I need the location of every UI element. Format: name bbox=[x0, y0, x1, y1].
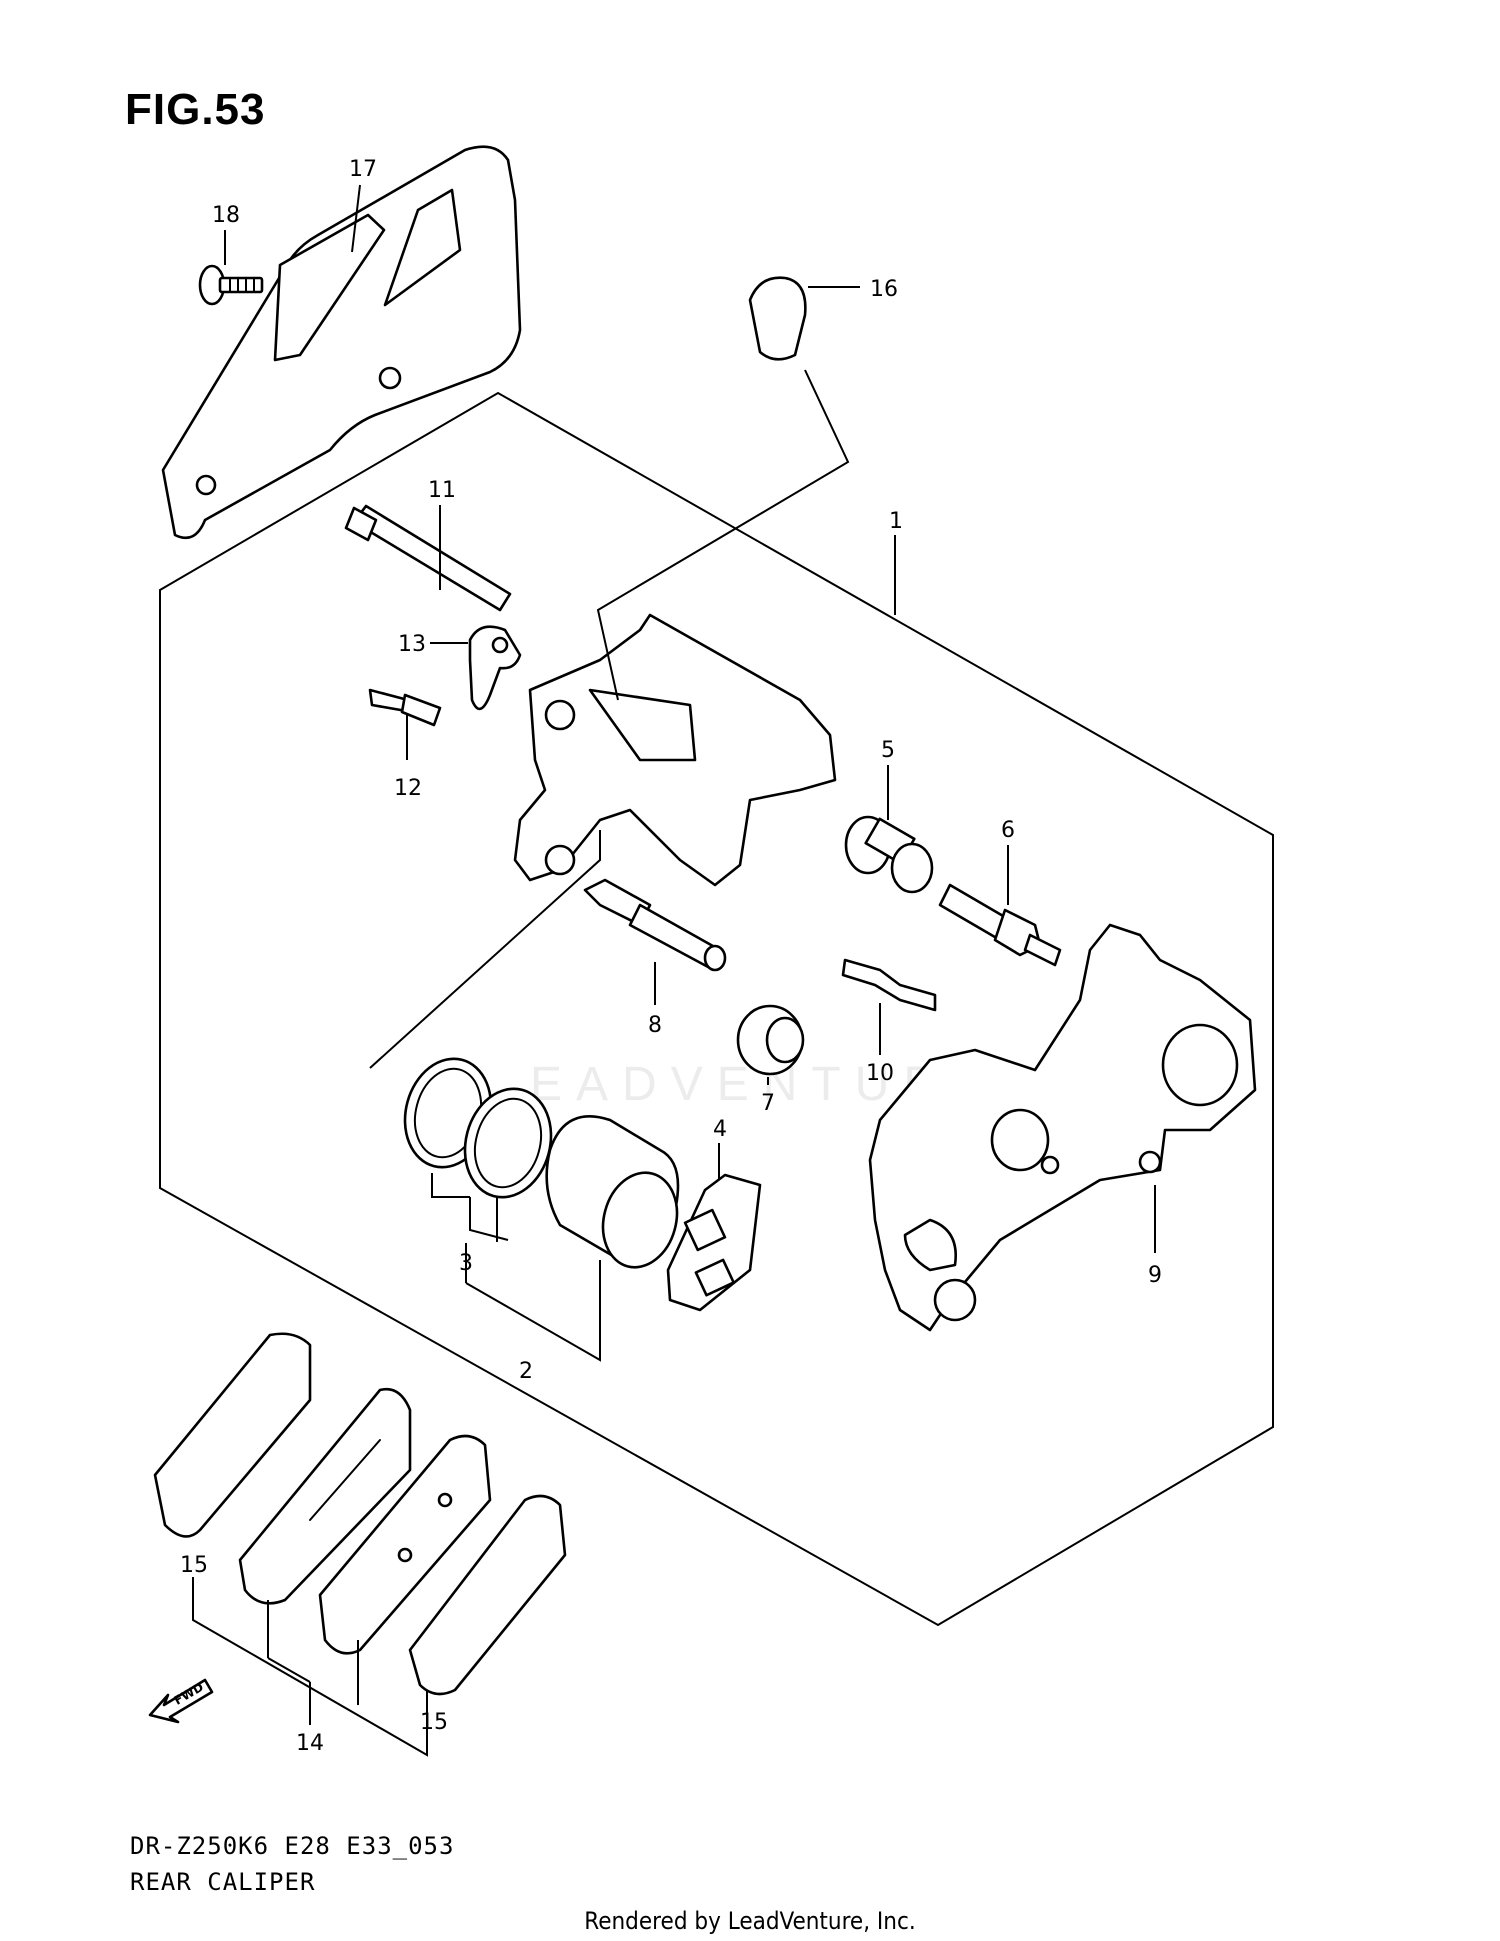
part-2-piston[interactable] bbox=[545, 1115, 688, 1275]
callout-8: 8 bbox=[648, 1013, 662, 1038]
part-11-pin[interactable] bbox=[344, 504, 512, 612]
callout-labels: 17 18 16 11 1 13 12 5 6 8 7 10 4 3 2 9 1… bbox=[180, 157, 1162, 1756]
callout-6: 6 bbox=[1001, 818, 1015, 843]
figure-title: FIG.53 bbox=[125, 85, 266, 134]
callout-12: 12 bbox=[394, 776, 422, 801]
assembly-boundary bbox=[159, 391, 1274, 1627]
callout-10: 10 bbox=[866, 1061, 894, 1086]
part-3-seals[interactable] bbox=[393, 1049, 563, 1207]
callout-17: 17 bbox=[349, 157, 377, 182]
callout-7: 7 bbox=[761, 1091, 775, 1116]
callout-15b: 15 bbox=[420, 1710, 448, 1735]
part-16-cap[interactable] bbox=[748, 276, 807, 361]
callout-9: 9 bbox=[1148, 1263, 1162, 1288]
model-code: DR-Z250K6 E28 E33_053 bbox=[130, 1832, 455, 1860]
part-8-pin[interactable] bbox=[583, 878, 727, 972]
callout-3: 3 bbox=[459, 1251, 473, 1276]
fwd-arrow-icon: FWD bbox=[148, 1678, 214, 1724]
part-15-shim-front[interactable] bbox=[153, 1332, 312, 1538]
callout-2: 2 bbox=[519, 1359, 533, 1384]
callout-16: 16 bbox=[870, 277, 898, 302]
callout-14: 14 bbox=[296, 1731, 324, 1756]
leader-lines bbox=[192, 184, 1156, 1757]
callout-13: 13 bbox=[398, 632, 426, 657]
callout-5: 5 bbox=[881, 738, 895, 763]
part-18-bolt[interactable] bbox=[198, 264, 264, 306]
part-5-pin[interactable] bbox=[844, 815, 934, 894]
part-12-bleeder[interactable] bbox=[368, 688, 442, 727]
render-credit: Rendered by LeadVenture, Inc. bbox=[584, 1907, 916, 1935]
part-6-bolt[interactable] bbox=[938, 883, 1062, 967]
callout-18: 18 bbox=[212, 203, 240, 228]
part-17-guard[interactable] bbox=[161, 145, 522, 540]
callout-11: 11 bbox=[428, 478, 456, 503]
diagram-caption: REAR CALIPER bbox=[130, 1868, 316, 1896]
callout-1: 1 bbox=[889, 509, 903, 534]
caliper-body bbox=[868, 923, 1257, 1332]
part-14-pad-front[interactable] bbox=[238, 1387, 412, 1605]
part-4-shim[interactable] bbox=[666, 1173, 762, 1312]
caliper-bracket bbox=[513, 613, 837, 887]
part-14-pad-rear[interactable] bbox=[318, 1434, 492, 1655]
part-13-clip[interactable] bbox=[468, 625, 522, 711]
part-7-boot[interactable] bbox=[736, 1004, 805, 1076]
callout-4: 4 bbox=[713, 1117, 727, 1142]
callout-15a: 15 bbox=[180, 1553, 208, 1578]
part-10-spring[interactable] bbox=[841, 958, 937, 1012]
